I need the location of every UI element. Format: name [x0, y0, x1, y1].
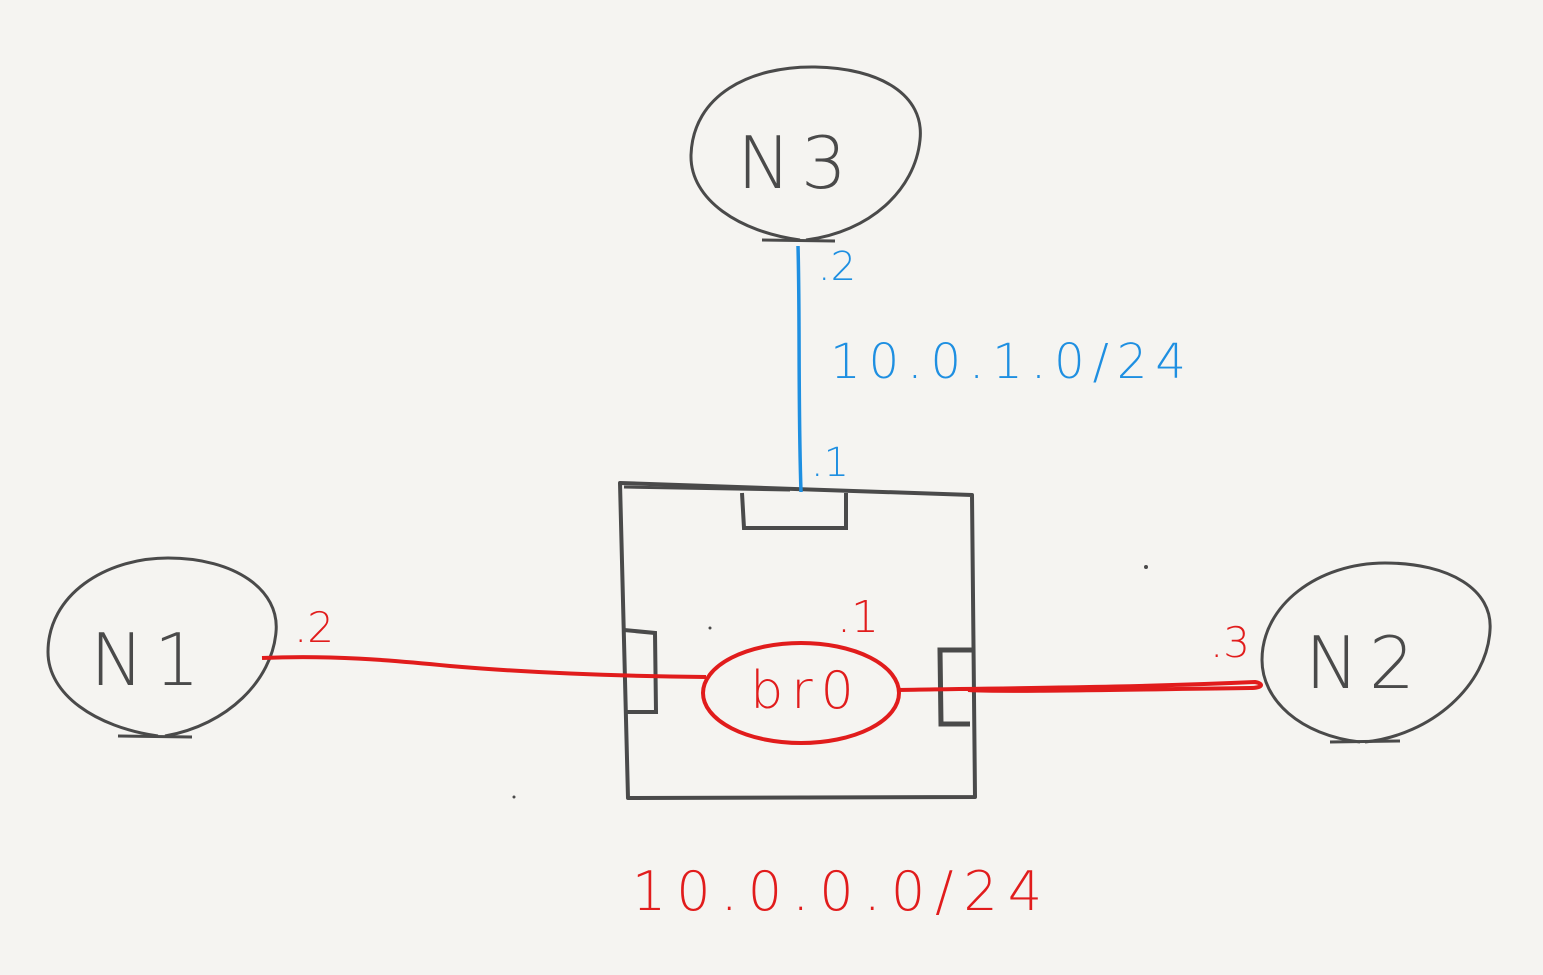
top-port [740, 492, 848, 530]
node-n3-circle [689, 65, 922, 242]
bridge-label: br0 [750, 661, 861, 721]
node-n2-circle [1260, 561, 1492, 744]
bridge-br0-circle [701, 641, 901, 745]
bridge-ip-label: .1 [837, 592, 879, 643]
subnet-10-0-0-label: 10.0.0.0/24 [632, 860, 1052, 923]
node-n2-label: N2 [1305, 621, 1425, 705]
subnet-10-0-1-label: 10.0.1.0/24 [830, 334, 1194, 390]
node-n1-circle [46, 556, 278, 738]
host-top-ip-label: .1 [811, 440, 849, 486]
link-n3-host [796, 245, 803, 493]
left-port [623, 628, 659, 714]
stray-dot [708, 626, 712, 630]
link-bridge-n2 [897, 679, 1263, 693]
stray-dot [512, 795, 516, 799]
host-box-top-overlap [623, 485, 791, 492]
n1-ip-label: .2 [294, 603, 334, 652]
link-n1-bridge [261, 655, 707, 679]
node-n1-label: N1 [90, 618, 210, 702]
node-n3-label: N3 [737, 121, 857, 205]
n2-ip-label: .3 [1210, 618, 1250, 667]
n3-ip-label: .2 [818, 244, 856, 290]
stray-dot [1144, 565, 1148, 569]
right-port [937, 647, 974, 727]
host-box [618, 481, 977, 800]
